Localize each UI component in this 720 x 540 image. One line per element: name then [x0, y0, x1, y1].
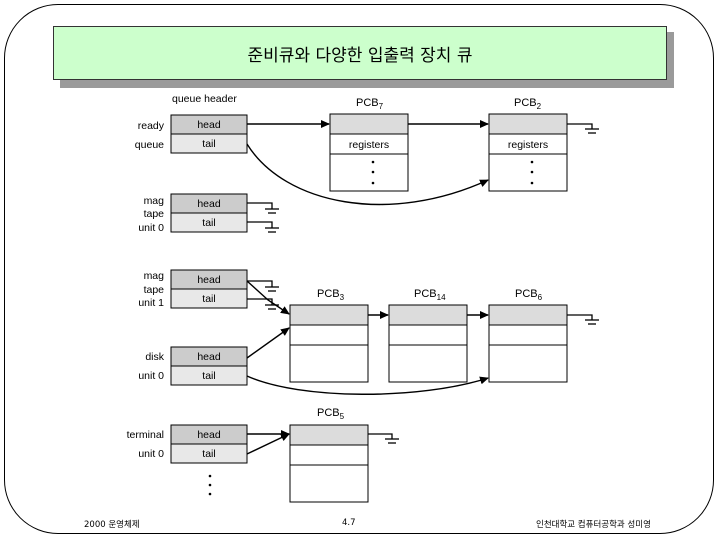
tail-cell-label: tail [202, 448, 215, 460]
tail-cell-label: tail [202, 293, 215, 305]
queue-label-disk-1: unit 0 [138, 370, 164, 382]
header-ready: head tail [170, 114, 248, 154]
slide-title: 준비큐와 다양한 입출력 장치 큐 [53, 26, 667, 80]
registers-label: registers [508, 139, 548, 151]
pcb7-box: registers [329, 113, 409, 192]
header-mag1: head tail [170, 269, 248, 309]
head-cell-label: head [197, 198, 221, 210]
queue-label-mag0-1: tape [144, 208, 165, 220]
queue-label-mag1-2: unit 1 [138, 297, 164, 309]
pcb2-box: registers [488, 113, 568, 192]
footer-right: 인천대학교 컴퓨터공학과 성미영 [536, 520, 651, 530]
queue-label-disk-0: disk [145, 351, 164, 363]
footer-page-number: 4.7 [342, 518, 356, 528]
tail-cell-label: tail [202, 138, 215, 150]
tail-cell-label: tail [202, 370, 215, 382]
pcb14-label: PCB14 [414, 288, 446, 302]
arrow-mag1-head [246, 280, 290, 315]
null-pcb6 [567, 314, 599, 325]
queue-label-mag1-1: tape [144, 284, 165, 296]
null-mag0-tail [247, 221, 279, 233]
queue-label-mag0-0: mag [144, 195, 165, 207]
head-cell-label: head [197, 429, 221, 441]
pcb7-label: PCB7 [356, 97, 384, 111]
pcb2-label: PCB2 [514, 97, 542, 111]
pcb14-box [388, 304, 468, 383]
arrow-term-tail [246, 433, 290, 455]
null-mag0-head [247, 202, 279, 214]
queue-label-mag0-2: unit 0 [138, 222, 164, 234]
arrow-disk-tail [246, 375, 489, 395]
slide-frame [4, 4, 714, 534]
queue-label-mag1-0: mag [144, 270, 165, 282]
queue-label-term-0: terminal [127, 429, 164, 441]
null-mag1-head [247, 280, 279, 292]
pcb5-box [289, 424, 369, 503]
header-term: head tail [170, 424, 248, 464]
queue-label-ready-1: queue [135, 139, 164, 151]
pcb3-label: PCB3 [317, 288, 345, 302]
pcb6-label: PCB6 [515, 288, 543, 302]
footer-left: 2000 운영체제 [84, 520, 140, 530]
more-queues-ellipsis [208, 474, 212, 496]
null-pcb2 [567, 123, 599, 134]
pcb5-label: PCB5 [317, 407, 345, 421]
head-cell-label: head [197, 351, 221, 363]
head-cell-label: head [197, 119, 221, 131]
registers-label: registers [349, 139, 389, 151]
header-disk: head tail [170, 346, 248, 386]
null-pcb5 [368, 433, 399, 444]
pcb3-box [289, 304, 369, 383]
queue-label-term-1: unit 0 [138, 448, 164, 460]
arrow-ready-tail [246, 143, 489, 206]
header-mag0: head tail [170, 193, 248, 233]
head-cell-label: head [197, 274, 221, 286]
tail-cell-label: tail [202, 217, 215, 229]
arrow-disk-head [246, 327, 290, 359]
queue-header-label: queue header [172, 93, 237, 105]
queue-label-ready-0: ready [138, 120, 165, 132]
null-mag1-tail [247, 298, 279, 310]
pcb6-box [488, 304, 568, 383]
